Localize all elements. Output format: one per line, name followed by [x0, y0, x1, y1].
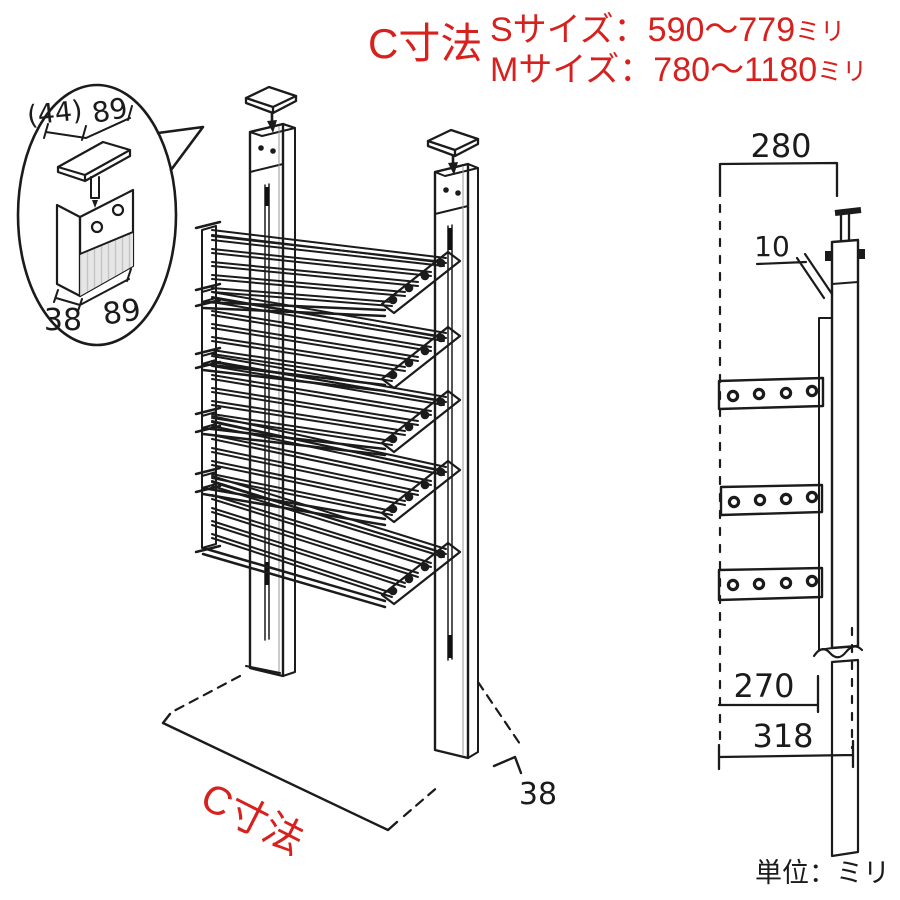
dim-bracket-length: 270	[733, 667, 794, 705]
jack-screw-shaft	[839, 211, 851, 243]
left-post-screw-dot	[270, 148, 276, 154]
post-housing-line	[831, 281, 859, 285]
shelf-bracket-2	[719, 483, 824, 517]
size-s-label: Sサイズ：590〜779ミリ	[490, 11, 845, 49]
dim-top-width: 89	[89, 91, 130, 130]
callout-pointer	[156, 125, 205, 172]
shelf-4	[194, 406, 462, 527]
right-post-screw-dot	[455, 190, 461, 196]
clearance-leader-lines	[755, 252, 834, 300]
side-post-lower	[830, 658, 860, 858]
width-dimension-line	[718, 161, 839, 198]
page-title: C寸法	[368, 20, 482, 67]
jack-screw-stem	[90, 176, 100, 199]
bottom-span-dimension: C寸法 38	[161, 674, 557, 864]
dim-bottom-width: 89	[100, 293, 143, 333]
depth-extension-line	[476, 680, 522, 746]
left-post-foot	[245, 665, 281, 674]
left-post-screw-dot	[258, 145, 264, 151]
right-jack-plate-thickness	[426, 137, 480, 158]
block-side-face	[55, 203, 82, 298]
post-nub-left	[825, 251, 832, 261]
right-jack-arrow	[448, 162, 458, 175]
jack-plate	[56, 140, 132, 177]
dim-clearance: 10	[754, 230, 790, 263]
left-jack-plate-thickness	[244, 94, 298, 115]
depth-corner-mark	[492, 755, 523, 775]
dim-post-depth: 38	[519, 777, 557, 812]
dim-top-depth: (44)	[26, 95, 84, 132]
right-post	[426, 128, 480, 760]
right-post-screw-dot	[443, 187, 449, 193]
span-dimension-line	[161, 712, 399, 832]
break-squiggle	[812, 645, 864, 659]
block-lower-shading	[80, 232, 133, 296]
dim-overall-depth: 318	[752, 717, 813, 755]
left-jack-arrow	[267, 120, 277, 133]
extension-line-left	[170, 674, 242, 714]
jack-plate-thickness	[56, 148, 132, 183]
dim-bottom-depth: 38	[44, 303, 82, 338]
shelf-5	[194, 466, 462, 609]
block-divide-line	[79, 231, 134, 255]
side-post-upper	[830, 238, 860, 650]
left-post-housing-line	[249, 163, 284, 173]
overall-depth-dim-line	[717, 739, 855, 771]
size-m-label: Mサイズ：780〜1180ミリ	[490, 51, 867, 89]
screw-hole	[111, 203, 125, 217]
callout-bubble-outline	[16, 83, 178, 347]
detail-bottom-dim-lines	[53, 268, 132, 312]
screw-hole	[90, 220, 104, 234]
shelf-bracket-3	[717, 566, 824, 602]
front-isometric-view: C寸法 38	[161, 85, 557, 864]
spacer-plank	[818, 317, 833, 651]
jack-screw-cap	[834, 207, 862, 216]
header: C寸法 Sサイズ：590〜779ミリ Mサイズ：780〜1180ミリ	[368, 11, 867, 89]
shelf-bracket-1	[717, 376, 825, 411]
right-post-side-face	[467, 163, 479, 759]
extension-line-right	[402, 783, 442, 818]
jack-screw-tip	[92, 200, 98, 208]
bracket-detail-callout: (44) 89 38 89	[16, 83, 205, 347]
dim-overall-width: 280	[750, 127, 811, 165]
unit-note: 単位：ミリ	[755, 858, 890, 888]
span-label: C寸法	[194, 775, 311, 864]
right-post-slot	[447, 224, 453, 661]
right-post-top-face	[434, 163, 479, 177]
bracket-length-dim-line	[717, 674, 820, 714]
side-view: 280 10 270 318	[717, 127, 865, 858]
post-nub-right	[858, 249, 865, 259]
detail-top-dim-lines	[43, 105, 133, 141]
